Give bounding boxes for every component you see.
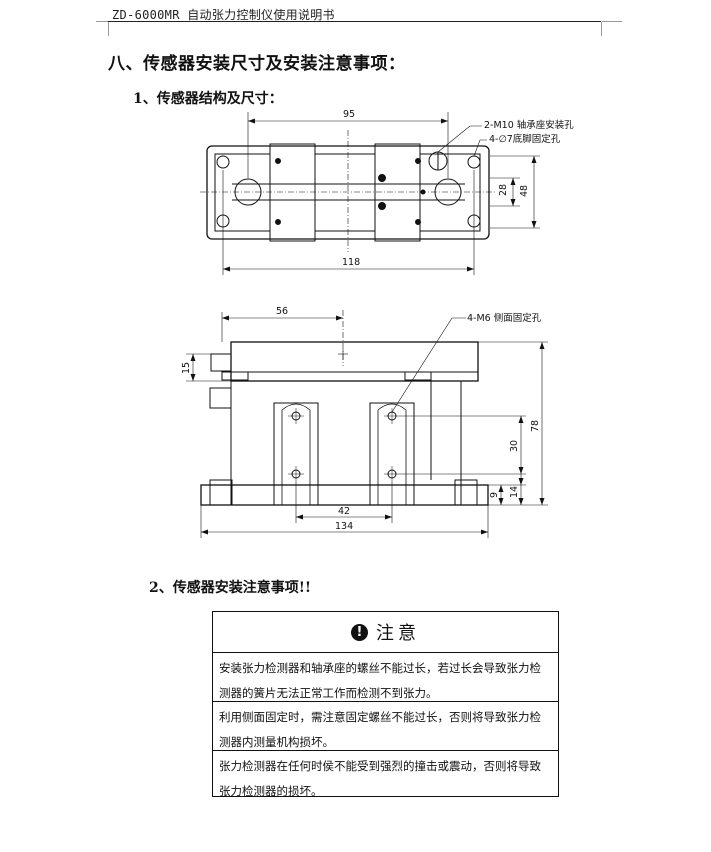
dim-side-78: 78	[530, 420, 541, 432]
header-rule	[108, 21, 601, 22]
crop-mark-right-vertical	[601, 22, 602, 36]
notice-header: ! 注意	[213, 612, 558, 653]
subsection-structure-title: 1、传感器结构及尺寸：	[133, 91, 283, 107]
running-header: ZD-6000MR 自动张力控制仪使用说明书	[112, 8, 335, 22]
dim-top-28: 28	[498, 184, 509, 196]
dim-side-42: 42	[338, 506, 350, 517]
section-title: 八、传感器安装尺寸及安装注意事项：	[108, 54, 406, 74]
dim-top-118: 118	[342, 257, 360, 268]
crop-mark-left	[96, 21, 108, 22]
notice-box: ! 注意 安装张力检测器和轴承座的螺丝不能过长，若过长会导致张力检测器的簧片无法…	[212, 611, 559, 798]
warning-icon: !	[351, 623, 368, 641]
note-side-holes: 4-M6 侧面固定孔	[467, 312, 542, 324]
note-foot-holes: 4-∅7底脚固定孔	[489, 133, 561, 145]
dim-side-9: 9	[489, 492, 500, 498]
notice-item-side-mounting: 利用侧面固定时，需注意固定螺丝不能过长，否则将导致张力检测器内测量机构损坏。	[213, 702, 558, 751]
dim-side-56: 56	[276, 306, 288, 317]
dim-top-95: 95	[343, 109, 355, 120]
crop-mark-left-vertical	[108, 22, 109, 36]
notice-item-impact: 张力检测器在任何时侯不能受到强烈的撞击或震动，否则将导致张力检测器的损坏。	[219, 759, 541, 798]
crop-mark-right	[602, 21, 622, 22]
dim-side-134: 134	[335, 521, 353, 532]
dim-side-30: 30	[509, 440, 520, 452]
note-bearing-holes: 2-M10 轴承座安装孔	[484, 119, 574, 131]
top-view	[200, 112, 540, 275]
subsection-notes-title: 2、传感器安装注意事项!!	[149, 580, 312, 596]
dim-side-14: 14	[509, 486, 520, 498]
sensor-dimension-drawing: 95 118 28 48 2-M10 轴承座安装孔 4-∅7底脚固定孔 56 1…	[181, 109, 574, 538]
dim-top-48: 48	[519, 185, 530, 197]
notice-item-screw-length: 安装张力检测器和轴承座的螺丝不能过长，若过长会导致张力检测器的簧片无法正常工作而…	[213, 653, 558, 702]
notice-title: 注意	[376, 623, 420, 644]
side-view	[186, 310, 548, 538]
dim-side-15: 15	[181, 362, 192, 374]
